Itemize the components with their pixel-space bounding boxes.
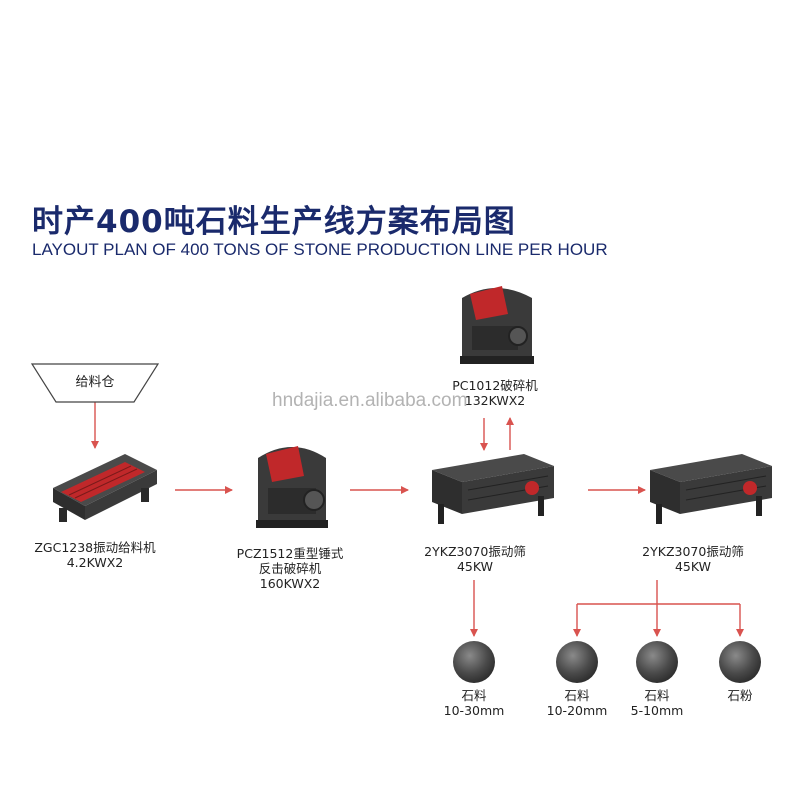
screen1-spec: 45KW (456, 559, 494, 574)
product-2-name: 石料 (564, 688, 590, 703)
product-1-name: 石料 (461, 688, 487, 703)
crusher-main-spec: 160KWX2 (259, 576, 321, 591)
product-3-name: 石料 (644, 688, 670, 703)
product-4-name: 石粉 (727, 688, 753, 703)
crusher-top-name: PC1012破碎机 (452, 378, 538, 393)
feeder-name: ZGC1238振动给料机 (34, 540, 156, 555)
crusher-top-icon (460, 286, 534, 364)
feeder-icon (53, 454, 157, 522)
screen2-icon (650, 454, 772, 524)
screen2-spec: 45KW (674, 559, 712, 574)
pile-5-10mm (636, 641, 678, 683)
page-title-en: LAYOUT PLAN OF 400 TONS OF STONE PRODUCT… (32, 240, 608, 259)
watermark-text: hndajia.en.alibaba.com (272, 390, 468, 411)
page-title-cn: 时产400吨石料生产线方案布局图 (32, 204, 516, 240)
hopper-label: 给料仓 (75, 375, 115, 390)
product-piles (453, 641, 761, 683)
screen2-name: 2YKZ3070振动筛 (642, 544, 744, 559)
pile-powder (719, 641, 761, 683)
pile-10-30mm (453, 641, 495, 683)
screen1-name: 2YKZ3070振动筛 (424, 544, 526, 559)
product-1-size: 10-30mm (443, 703, 505, 718)
hopper-shape (30, 363, 160, 403)
crusher-top-spec: 132KWX2 (464, 393, 526, 408)
screen1-icon (432, 454, 554, 524)
feeder-spec: 4.2KWX2 (66, 555, 124, 570)
pile-10-20mm (556, 641, 598, 683)
crusher-main-name1: PCZ1512重型锤式 (236, 546, 344, 561)
product-3-size: 5-10mm (630, 703, 684, 718)
crusher-main-name2: 反击破碎机 (258, 561, 322, 576)
product-2-size: 10-20mm (546, 703, 608, 718)
crusher-main-icon (256, 446, 328, 528)
